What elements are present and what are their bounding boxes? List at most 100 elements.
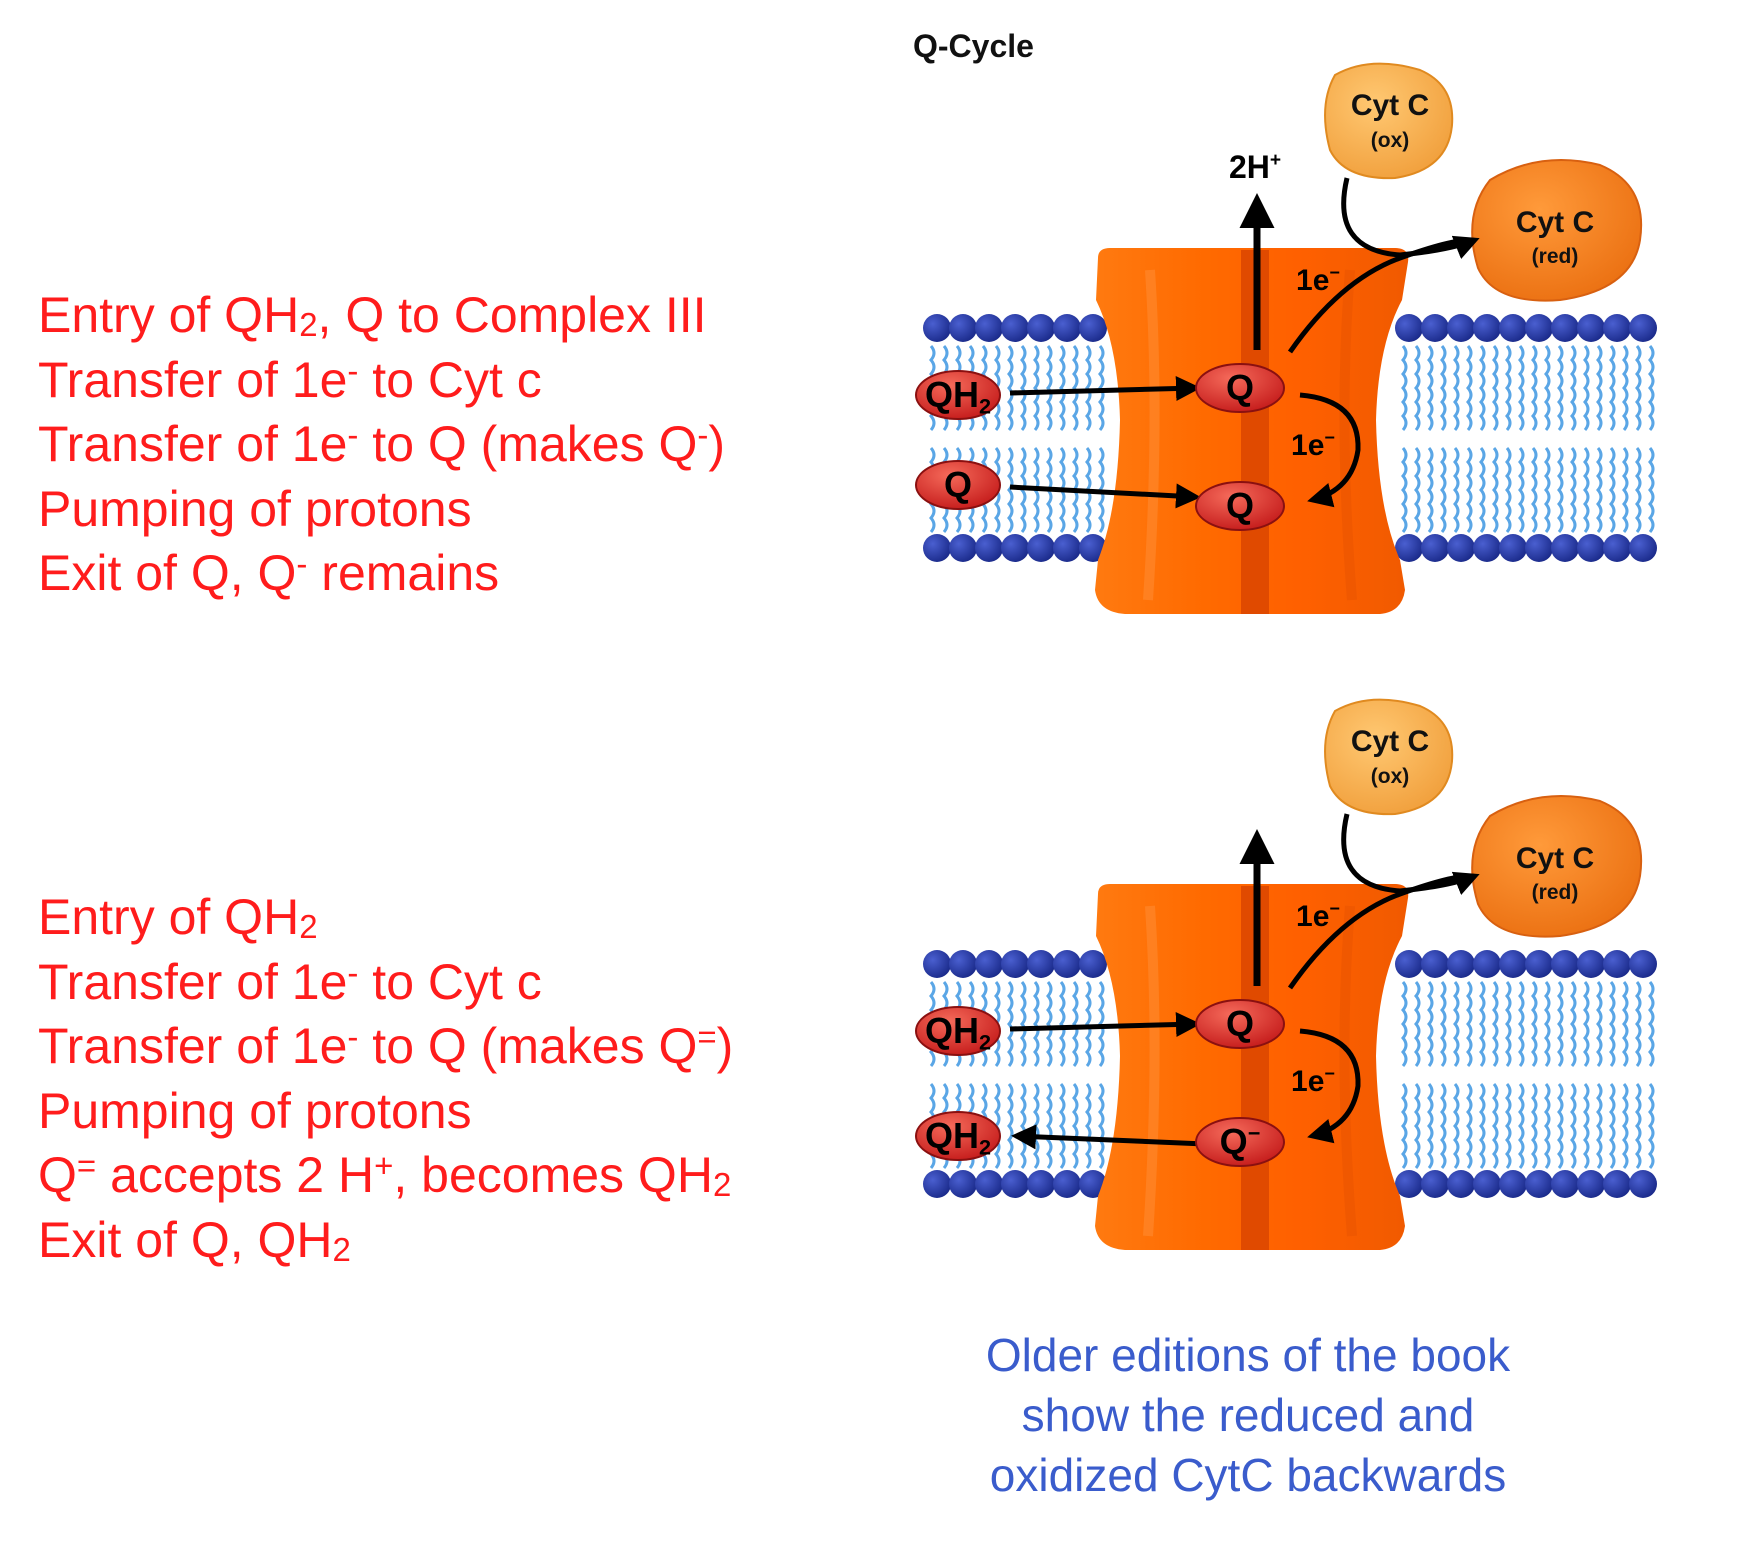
lipid-head	[975, 534, 1003, 562]
lipid-tail	[1085, 345, 1092, 431]
step-text-part: 2	[712, 1165, 732, 1203]
lipid-tail	[1635, 447, 1642, 533]
cyt-c-red-label-main: Cyt C	[1516, 842, 1594, 875]
lipid-head	[1001, 950, 1029, 978]
lipid-head	[1395, 534, 1423, 562]
lipid-tail	[1466, 345, 1473, 431]
lipid-tail	[1609, 345, 1616, 431]
step-text-part: Q	[38, 1147, 77, 1203]
lipid-tail	[1518, 345, 1525, 431]
quinone-inner-bottom-label: Q−	[1220, 1120, 1261, 1162]
lipid-head	[1001, 314, 1029, 342]
lipid-tail	[1648, 981, 1655, 1067]
lipid-tail	[1007, 1083, 1014, 1169]
lipid-head	[1473, 314, 1501, 342]
complex-shade	[1339, 269, 1357, 601]
proton-label-main: 2H	[1229, 149, 1270, 185]
lipid-head	[1577, 1170, 1605, 1198]
step-item: Entry of QH2	[38, 885, 733, 950]
lipid-tail	[1007, 981, 1014, 1067]
lipid-tail	[1046, 1083, 1053, 1169]
quinone-outer-bottom-label-main: QH	[925, 1115, 979, 1156]
lipid-head	[1447, 314, 1475, 342]
cyt-c-ox-state: (ox)	[1371, 765, 1410, 788]
lipid-head	[1473, 950, 1501, 978]
quinone-inner-bottom-shape	[1195, 481, 1285, 531]
lipid-tail	[1059, 981, 1066, 1067]
quinone-outer-top-label: QH2	[925, 374, 991, 418]
quinone-inner-top-label-main: Q	[1226, 367, 1254, 408]
step-text-part: Transfer of 1e	[38, 953, 348, 1010]
lipid-tail	[1596, 447, 1603, 533]
lipid-head	[949, 534, 977, 562]
lipid-tail	[1505, 345, 1512, 431]
lipid-tail	[1505, 447, 1512, 533]
cyt-c-reduced: Cyt C(red)	[1471, 159, 1643, 302]
cyt-c-red-state: (red)	[1532, 881, 1579, 904]
electron-label-top: 1e−	[1296, 263, 1340, 297]
lipid-head	[1027, 534, 1055, 562]
lipid-tail	[1609, 981, 1616, 1067]
lipid-head	[949, 1170, 977, 1198]
step-text-part: to Cyt c	[358, 351, 542, 408]
lipid-tail	[1401, 981, 1408, 1067]
step-text-part: , becomes QH	[393, 1147, 713, 1203]
lipid-tail	[1007, 447, 1014, 533]
electron-path-cytc	[1287, 873, 1471, 990]
arrows: 2H+1e−1e−	[1009, 149, 1480, 509]
electron-path-q	[1299, 1028, 1361, 1144]
lipid-tail	[1414, 447, 1421, 533]
step-text-part: -	[347, 953, 359, 991]
lipid-tail	[1622, 981, 1629, 1067]
lipid-tail	[1046, 345, 1053, 431]
lipid-tail	[1440, 981, 1447, 1067]
lipid-tail	[1609, 1083, 1616, 1169]
quinone-outer-bottom-label-main: Q	[944, 464, 972, 505]
lipid-head	[1629, 314, 1657, 342]
lipid-head	[975, 1170, 1003, 1198]
electron-path-q	[1299, 392, 1361, 508]
step-text-part: =	[697, 1018, 717, 1056]
lipid-head	[1551, 1170, 1579, 1198]
lipid-tail	[1518, 981, 1525, 1067]
lipid-tail	[1479, 447, 1486, 533]
lipid-tail	[1098, 345, 1105, 431]
lipid-tail	[1440, 1083, 1447, 1169]
step-text-part: Pumping of protons	[38, 480, 472, 537]
step-text-part: -	[697, 416, 709, 454]
lipid-head	[1629, 1170, 1657, 1198]
cyt-c-red-label: Cyt C	[1516, 206, 1594, 239]
step-text-part: Transfer of 1e	[38, 1018, 348, 1074]
lipid-tail	[1020, 1083, 1027, 1169]
lipid-tail	[1570, 981, 1577, 1067]
step-item: Transfer of 1e- to Q (makes Q=)	[38, 1014, 733, 1079]
lipid-tail	[1557, 447, 1564, 533]
lipid-tail	[1648, 345, 1655, 431]
edition-note-line: oxidized CytC backwards	[989, 1449, 1507, 1501]
step-text-part: accepts 2 H	[96, 1147, 375, 1203]
electron-label-mid-main: 1e	[1291, 429, 1324, 462]
lipid-head	[1027, 950, 1055, 978]
lipid-tail	[1479, 345, 1486, 431]
lipid-tail	[1492, 447, 1499, 533]
lipid-head	[1525, 534, 1553, 562]
electron-label-mid: 1e−	[1291, 1064, 1335, 1098]
electron-label-top-mark: −	[1329, 899, 1340, 919]
step-text-part: to Q (makes Q	[358, 1018, 698, 1074]
quinone-inner-top-label: Q	[1226, 367, 1254, 408]
lipid-head	[949, 314, 977, 342]
lipid-tail	[1531, 1083, 1538, 1169]
step-text-part: )	[716, 1018, 734, 1074]
lipid-tail	[1072, 981, 1079, 1067]
lipid-head	[1447, 534, 1475, 562]
cyt-c-ox-state-main: (ox)	[1371, 765, 1410, 788]
electron-label-mid-mark: −	[1324, 1064, 1335, 1084]
lipid-tail	[1544, 345, 1551, 431]
quinone-outer-top-label-mark: 2	[979, 1029, 991, 1054]
lipid-tail	[1622, 1083, 1629, 1169]
electron-label-mid: 1e−	[1291, 428, 1335, 462]
quinone-inner-top-shape	[1195, 999, 1285, 1049]
lipid-head	[1603, 1170, 1631, 1198]
lipid-head	[1551, 950, 1579, 978]
